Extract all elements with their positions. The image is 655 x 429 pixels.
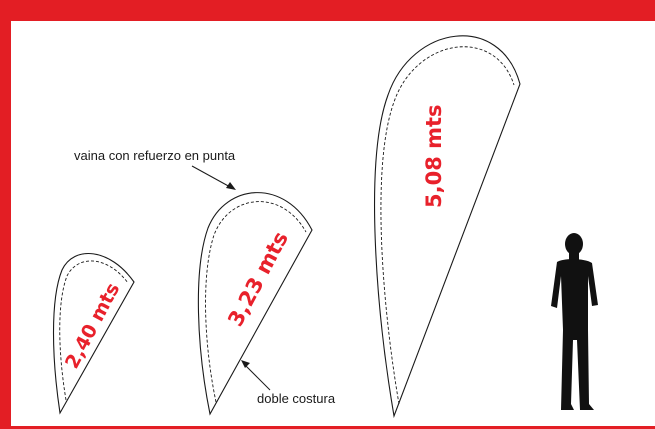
- callout-seam-text: doble costura: [257, 391, 336, 406]
- flag-medium-outline: [197, 192, 313, 416]
- callout-seam-leader: [243, 363, 271, 391]
- callout-sleeve: vaina con refuerzo en punta: [74, 148, 236, 190]
- frame-bottom-line: [0, 426, 655, 429]
- frame-top-bar: [0, 0, 655, 21]
- flag-large-sleeve-seam: [380, 46, 515, 405]
- flag-small-sleeve-seam: [59, 260, 129, 401]
- flag-small-size-label: 2,40 mts: [61, 279, 124, 372]
- callout-seam: doble costura: [241, 360, 336, 406]
- callout-sleeve-leader: [191, 165, 233, 189]
- frame-left-bar: [0, 0, 11, 429]
- flag-medium: 3,23 mts: [197, 192, 313, 416]
- flag-large-size-label: 5,08 mts: [422, 104, 446, 208]
- flag-large-outline: [374, 35, 521, 419]
- flag-medium-size-label: 3,23 mts: [223, 228, 293, 331]
- flag-small: 2,40 mts: [52, 252, 135, 415]
- callout-seam-arrowhead: [241, 360, 250, 368]
- person-silhouette-icon: [551, 233, 598, 410]
- flag-small-outline: [52, 252, 135, 415]
- flag-large: 5,08 mts: [374, 35, 521, 419]
- callout-sleeve-text: vaina con refuerzo en punta: [74, 148, 236, 163]
- callout-sleeve-arrowhead: [226, 182, 236, 190]
- flag-medium-sleeve-seam: [205, 201, 307, 403]
